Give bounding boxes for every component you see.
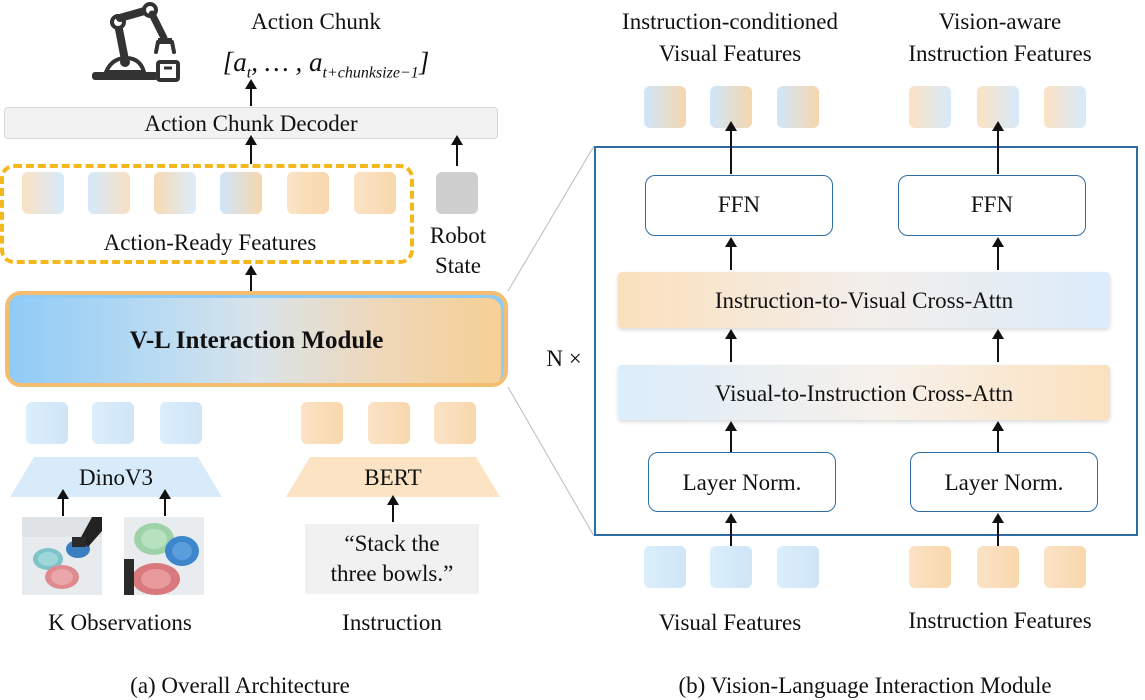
i2v-label: Instruction-to-Visual Cross-Attn bbox=[714, 288, 1014, 313]
layer-norm-left-box bbox=[648, 452, 836, 512]
visual-input-token-3 bbox=[160, 402, 202, 444]
action-ready-label: Action-Ready Features bbox=[103, 230, 317, 255]
formula-mid: , … , a bbox=[251, 47, 323, 77]
robot-state-label-2: State bbox=[435, 253, 481, 278]
visual-feature-token-1 bbox=[644, 546, 686, 588]
layer-norm-right-label: Layer Norm. bbox=[944, 470, 1064, 495]
arrow-norm-right-to-v2i bbox=[992, 421, 1004, 452]
arrow-decoder-to-chunk bbox=[245, 79, 257, 106]
visual-input-token-1 bbox=[26, 402, 68, 444]
arrow-state-to-decoder bbox=[451, 135, 463, 166]
observation-image-1 bbox=[22, 517, 102, 595]
robot-state-label-1: Robot bbox=[429, 223, 487, 248]
out-visual-title-1: Instruction-conditioned bbox=[622, 9, 838, 34]
out-instr-token-3 bbox=[1044, 86, 1086, 128]
out-visual-token-3 bbox=[777, 86, 819, 128]
visual-input-token-2 bbox=[92, 402, 134, 444]
decoder-label: Action Chunk Decoder bbox=[144, 111, 358, 136]
action-ready-token-1 bbox=[22, 172, 64, 214]
caption-left: (a) Overall Architecture bbox=[130, 673, 350, 698]
visual-feature-token-3 bbox=[777, 546, 819, 588]
action-ready-token-6 bbox=[354, 172, 396, 214]
bert-label: BERT bbox=[364, 465, 422, 490]
layer-norm-right-box bbox=[910, 452, 1098, 512]
instruction-to-visual-cross-attn bbox=[618, 272, 1110, 328]
arrow-instruction-in bbox=[992, 513, 1004, 546]
arrow-v2i-to-i2v-left bbox=[725, 329, 737, 362]
robot-arm-icon bbox=[92, 2, 180, 82]
instruction-text-line-2: three bowls.” bbox=[330, 561, 454, 586]
arrow-ffn-right-out bbox=[992, 121, 1004, 174]
visual-feature-token-2 bbox=[710, 546, 752, 588]
arrow-instruction-to-bert bbox=[387, 495, 399, 522]
instruction-input-token-3 bbox=[434, 402, 476, 444]
action-chunk-title: Action Chunk bbox=[251, 9, 381, 34]
instruction-feature-token-2 bbox=[977, 546, 1019, 588]
action-ready-features-box bbox=[0, 164, 414, 264]
v2i-label: Visual-to-Instruction Cross-Attn bbox=[714, 381, 1014, 406]
instruction-text-box bbox=[305, 524, 479, 594]
robot-state-token bbox=[436, 172, 478, 214]
out-visual-token-1 bbox=[644, 86, 686, 128]
caption-right: (b) Vision-Language Interaction Module bbox=[678, 673, 1052, 698]
formula-close: ] bbox=[418, 47, 430, 77]
instruction-input-token-1 bbox=[301, 402, 343, 444]
out-instr-token-1 bbox=[909, 86, 951, 128]
arrow-obs2-to-dino bbox=[159, 489, 171, 516]
ffn-right-box bbox=[898, 175, 1086, 236]
action-chunk-formula: [at, … , at+chunksize−1] bbox=[196, 46, 456, 83]
arrow-i2v-to-ffn-right bbox=[992, 237, 1004, 270]
dinov3-label: DinoV3 bbox=[78, 465, 154, 490]
layer-norm-left-label: Layer Norm. bbox=[682, 470, 802, 495]
out-instr-title-2: Instruction Features bbox=[908, 41, 1092, 66]
action-ready-token-5 bbox=[287, 172, 329, 214]
ffn-left-box bbox=[645, 175, 833, 236]
observation-image-2 bbox=[124, 517, 204, 595]
formula-sub-end: t+chunksize−1 bbox=[322, 64, 419, 82]
out-visual-title-2: Visual Features bbox=[658, 41, 802, 66]
instruction-feature-token-3 bbox=[1044, 546, 1086, 588]
instruction-input-token-2 bbox=[368, 402, 410, 444]
instruction-features-label: Instruction Features bbox=[908, 608, 1092, 633]
arrow-features-to-decoder bbox=[245, 135, 257, 164]
ffn-left-label: FFN bbox=[717, 192, 761, 217]
instruction-feature-token-1 bbox=[909, 546, 951, 588]
instruction-text-line-1: “Stack the bbox=[344, 531, 440, 556]
arrow-ffn-left-out bbox=[725, 121, 737, 174]
vl-interaction-module bbox=[5, 291, 508, 387]
arrow-obs1-to-dino bbox=[57, 489, 69, 516]
arrow-visual-in bbox=[725, 513, 737, 546]
arrow-module-to-features bbox=[245, 265, 257, 292]
out-instr-title-1: Vision-aware bbox=[938, 9, 1062, 34]
action-ready-token-3 bbox=[154, 172, 196, 214]
arrow-i2v-to-ffn-left bbox=[725, 237, 737, 270]
bert-encoder bbox=[286, 457, 500, 497]
action-ready-token-4 bbox=[220, 172, 262, 214]
formula-sub-t: t bbox=[246, 64, 252, 82]
module-frame bbox=[594, 146, 1138, 536]
instruction-label: Instruction bbox=[342, 610, 442, 635]
observations-label: K Observations bbox=[48, 610, 192, 635]
formula-open: [a bbox=[222, 47, 247, 77]
arrow-v2i-to-i2v-right bbox=[992, 329, 1004, 362]
ffn-right-label: FFN bbox=[970, 192, 1014, 217]
visual-features-label: Visual Features bbox=[658, 610, 802, 635]
dinov3-encoder bbox=[10, 457, 222, 497]
vl-module-label: V-L Interaction Module bbox=[129, 327, 384, 354]
visual-to-instruction-cross-attn bbox=[618, 365, 1110, 420]
repeat-label: N × bbox=[546, 346, 582, 371]
arrow-norm-left-to-v2i bbox=[725, 421, 737, 452]
action-ready-token-2 bbox=[88, 172, 130, 214]
